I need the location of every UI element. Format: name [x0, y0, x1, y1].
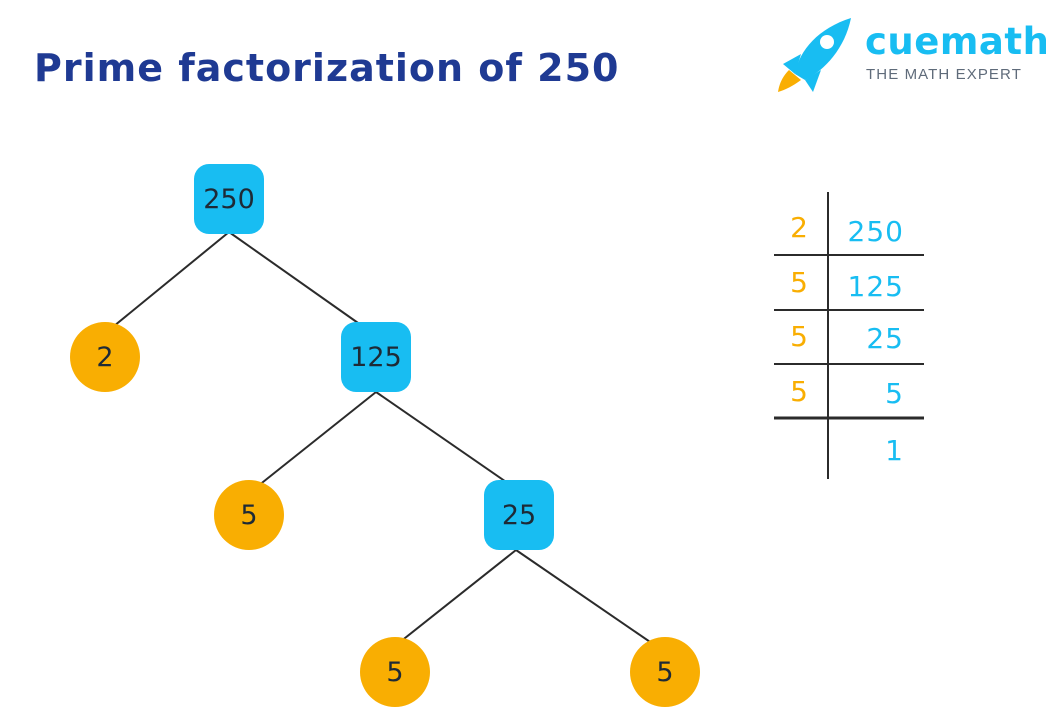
- tree-edge: [257, 391, 377, 487]
- division-divisor: 5: [790, 266, 808, 299]
- division-quotient: 25: [866, 322, 904, 355]
- tree-node-composite: 25: [484, 480, 554, 550]
- division-divisor: 5: [790, 320, 808, 353]
- tree-edge: [375, 391, 513, 487]
- division-quotient: 5: [885, 377, 904, 410]
- page-title: Prime factorization of 250: [34, 46, 620, 90]
- tree-node-prime: 5: [360, 637, 430, 707]
- brand-tagline: THE MATH EXPERT: [866, 66, 1022, 83]
- brand-logo: cuemath THE MATH EXPERT: [775, 14, 1046, 94]
- tree-node-prime: 5: [630, 637, 700, 707]
- tree-edge: [399, 549, 517, 643]
- tree-node-prime: 2: [70, 322, 140, 392]
- tree-edge: [515, 549, 657, 647]
- tree-node-composite: 125: [341, 322, 411, 392]
- rocket-icon: [778, 18, 851, 92]
- division-quotient: 250: [847, 215, 904, 248]
- division-quotient: 125: [847, 270, 904, 303]
- tree-node-prime: 5: [214, 480, 284, 550]
- tree-edge: [113, 231, 230, 327]
- brand-name: cuemath: [865, 20, 1046, 63]
- division-divisor: 2: [790, 211, 808, 244]
- tree-edge: [228, 231, 369, 331]
- tree-node-composite: 250: [194, 164, 264, 234]
- division-quotient: 1: [885, 434, 904, 467]
- division-divisor: 5: [790, 375, 808, 408]
